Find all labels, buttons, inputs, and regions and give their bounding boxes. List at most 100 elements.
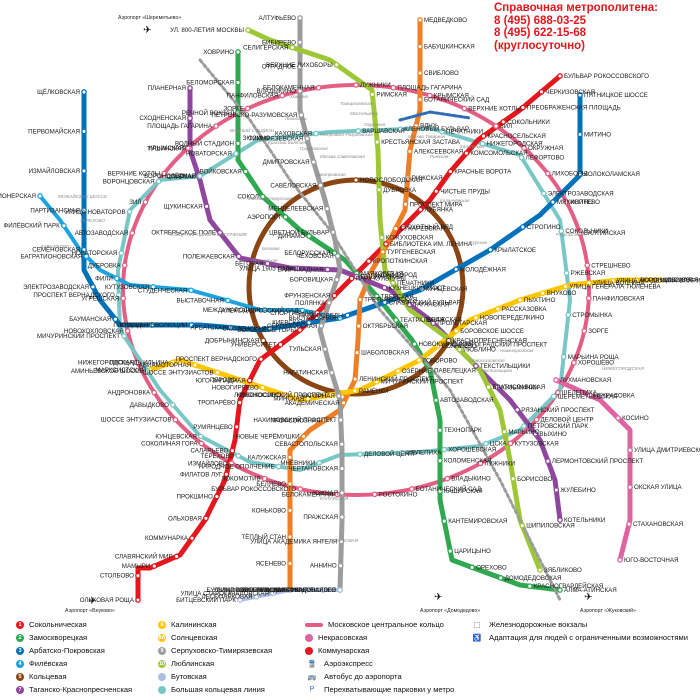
station-marker[interactable]	[353, 273, 360, 280]
station-label[interactable]: СПОРТИВНАЯ	[270, 310, 313, 317]
station-label[interactable]: ПАВЕЛЕЦКАЯ	[434, 367, 476, 374]
station-label[interactable]: АЛЕКСАНДРОВСКИЙ САД	[221, 307, 299, 315]
station-marker[interactable]	[395, 368, 401, 374]
station-marker[interactable]	[430, 320, 437, 327]
station-label[interactable]: ПАНФИЛОВСКАЯ	[593, 295, 645, 302]
station-label[interactable]: АННИНО	[310, 563, 337, 570]
station-marker[interactable]	[456, 346, 463, 353]
station-label[interactable]: СТРОГИНО	[527, 224, 561, 231]
station-label[interactable]: ВЛАДЫКИНО	[257, 88, 297, 95]
station-label[interactable]: СМОЛЕНСКАЯ	[222, 326, 266, 333]
station-label[interactable]: КУРСКАЯ	[120, 322, 148, 329]
station-label[interactable]: ОТРАДНОЕ	[262, 64, 296, 71]
station-label[interactable]: РЯЗАНСКИЙ ПРОСПЕКТ	[521, 406, 594, 414]
station-marker[interactable]	[520, 104, 526, 111]
station-label[interactable]: БОТАНИЧЕСКИЙ САД	[416, 485, 482, 493]
station-marker[interactable]	[617, 557, 623, 563]
station-label[interactable]: ТЕРЕХОВО	[201, 453, 235, 460]
station-marker[interactable]	[407, 148, 413, 155]
station-marker[interactable]	[417, 206, 424, 213]
station-marker[interactable]	[282, 392, 289, 398]
station-label[interactable]: УЛИЦА АКАДЕМИКА ОПАРИНА	[617, 278, 700, 285]
station-marker[interactable]	[369, 91, 376, 98]
station-label[interactable]: НОВАТОРСКАЯ	[186, 151, 232, 158]
station-marker[interactable]	[553, 377, 559, 383]
station-label[interactable]: ЩЁЛКОВСКАЯ	[37, 89, 80, 96]
station-marker[interactable]	[444, 475, 451, 482]
station-label[interactable]: ЧИСТЫЕ ПРУДЫ	[440, 188, 490, 195]
station-label[interactable]: ЛИХОБОРЫ	[552, 171, 588, 178]
station-label[interactable]: ОЛЬХОВАЯ	[168, 515, 202, 522]
station-marker[interactable]	[142, 199, 149, 205]
station-label[interactable]: РЕЧНОЙ ВОКЗАЛ	[182, 109, 234, 117]
station-label[interactable]: КРАСНОСЕЛЬСКАЯ	[488, 133, 546, 140]
station-marker[interactable]	[306, 319, 312, 326]
station-marker[interactable]	[151, 563, 158, 569]
station-marker[interactable]	[316, 459, 323, 466]
station-label[interactable]: ПАРТИЗАНСКАЯ	[30, 207, 80, 214]
station-label[interactable]: ДЕЛОВОЙ ЦЕНТР	[541, 416, 594, 424]
station-label[interactable]: ПРОСПЕКТ ВЕРНАДСКОГО	[176, 356, 258, 363]
station-marker[interactable]	[267, 325, 273, 332]
station-label[interactable]: ОРЕХОВО	[476, 564, 507, 571]
station-label[interactable]: БАУМАНСКАЯ	[69, 316, 111, 323]
station-label[interactable]: ВОРОНЦОВСКАЯ	[103, 178, 155, 185]
station-label[interactable]: ДЕЛОВОЙ ЦЕНТР	[364, 450, 417, 458]
station-marker[interactable]	[550, 199, 556, 205]
station-label[interactable]: ПЕТРОВСКО-РАЗУМОВСКАЯ	[211, 112, 297, 119]
station-label[interactable]: ЮГО-ВОСТОЧНАЯ	[624, 557, 679, 564]
station-marker[interactable]	[237, 377, 243, 383]
station-label[interactable]: СТРЕШНЕВО	[591, 262, 630, 269]
station-label[interactable]: КОММУНАРКА	[145, 535, 189, 542]
station-marker[interactable]	[338, 441, 345, 448]
station-marker[interactable]	[271, 135, 277, 142]
station-label[interactable]: ВЫСТАВОЧНАЯ	[176, 298, 223, 305]
station-marker[interactable]	[322, 346, 328, 353]
station-marker[interactable]	[294, 265, 301, 272]
station-marker[interactable]	[326, 299, 332, 306]
station-marker[interactable]	[584, 262, 591, 269]
station-label[interactable]: НОВОСЛОБОДСКАЯ	[360, 177, 423, 184]
station-label[interactable]: БЕЛЯЕВО	[256, 481, 286, 488]
station-marker[interactable]	[497, 575, 504, 581]
station-label[interactable]: ЛУЖНИКИ	[360, 82, 391, 89]
station-marker[interactable]	[433, 188, 440, 195]
station-marker[interactable]	[324, 205, 331, 212]
station-label[interactable]: НАРОДНОЕ ОПОЛЧЕНИЕ	[199, 464, 275, 471]
station-marker[interactable]	[286, 587, 293, 593]
station-label[interactable]: ПРЕОБРАЖЕНСКАЯ ПЛОЩАДЬ	[527, 105, 621, 112]
station-label[interactable]: БАГРАТИОНОВСКАЯ	[21, 253, 83, 260]
station-marker[interactable]	[313, 130, 319, 137]
station-label[interactable]: БЕГОВАЯ	[235, 261, 264, 268]
station-marker[interactable]	[124, 328, 131, 334]
station-label[interactable]: ДОМОДЕДОВСКАЯ	[505, 575, 562, 582]
station-marker[interactable]	[126, 208, 133, 215]
station-marker[interactable]	[81, 168, 87, 174]
station-label[interactable]: НОВОХОХЛОВСКАЯ	[64, 328, 124, 335]
station-label[interactable]: МЯКИНИНО	[557, 199, 593, 206]
station-label[interactable]: ВАРШАВСКАЯ	[362, 128, 405, 135]
station-label[interactable]: ШЕРЕМЕТЬЕВСКАЯ	[558, 393, 618, 400]
station-label[interactable]: ВОЛГОГРАДСКИЙ ПРОСПЕКТ	[459, 341, 548, 349]
station-marker[interactable]	[417, 43, 423, 50]
station-label[interactable]: УЛ. 800-ЛЕТИЯ МОСКВЫ	[170, 27, 244, 34]
station-marker[interactable]	[297, 486, 304, 492]
station-label[interactable]: АРБАТСКАЯ	[191, 325, 227, 332]
station-label[interactable]: ШАБОЛОВСКАЯ	[361, 350, 409, 357]
station-label[interactable]: АЭРОПОРТ	[247, 214, 281, 221]
station-marker[interactable]	[453, 328, 460, 334]
station-label[interactable]: ЛОМОНОСОВСКИЙ ПРОСПЕКТ	[234, 391, 328, 399]
station-marker[interactable]	[279, 92, 286, 99]
station-label[interactable]: ВОДНЫЙ СТАДИОН	[175, 139, 234, 147]
station-label[interactable]: УНИВЕРСИТЕТ	[231, 342, 277, 349]
station-label[interactable]: ХОВРИНО	[203, 49, 234, 56]
station-label[interactable]: УЛИЦА СТАРОКАЧАЛОВСКАЯ	[180, 590, 269, 597]
station-marker[interactable]	[554, 389, 561, 396]
station-label[interactable]: ОКТЯБРЬСКОЕ ПОЛЕ	[151, 230, 216, 237]
station-label[interactable]: ЛУБЯНКА	[424, 207, 454, 214]
station-label[interactable]: ПЛОЩАДЬ ГАГАРИНА	[397, 85, 463, 92]
station-label[interactable]: БОРИСОВО	[517, 476, 552, 483]
station-label[interactable]: ФИЛАТОВ ЛУГ	[180, 471, 223, 478]
station-marker[interactable]	[571, 359, 577, 366]
station-marker[interactable]	[306, 233, 312, 239]
